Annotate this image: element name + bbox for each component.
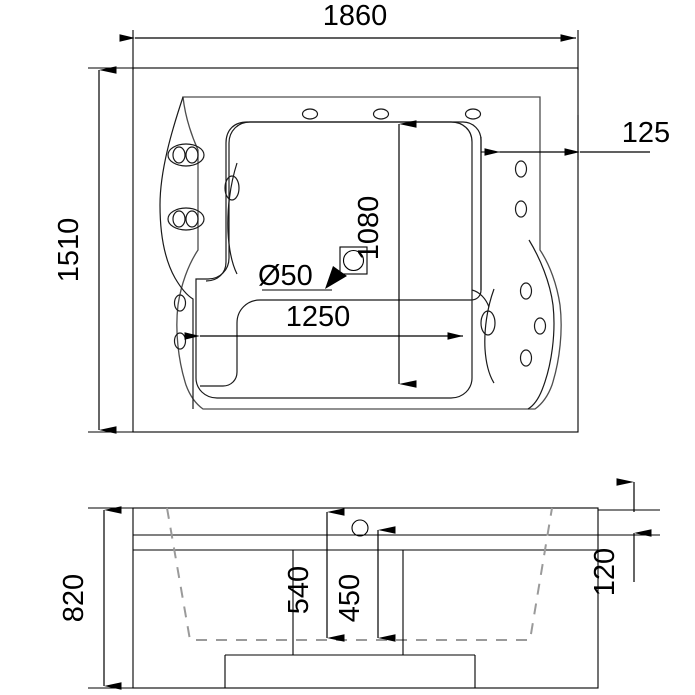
- plan-right-small-jet-2: [514, 200, 528, 218]
- drain-leader-arrow: [325, 266, 347, 289]
- plan-left-oval-jet: [224, 175, 240, 201]
- plan-right-oval-jet: [480, 310, 496, 336]
- jet-top-2: [372, 108, 390, 120]
- plan-right-cluster-jet-2: [533, 317, 547, 335]
- plan-left-double-jets: [167, 143, 205, 231]
- dim-540: 540: [283, 508, 345, 642]
- dim-label-125: 125: [622, 117, 670, 149]
- drain-callout: [262, 246, 368, 291]
- plan-basin-outline: [200, 121, 482, 387]
- dim-125: 125: [481, 115, 670, 160]
- plan-top-jet-row: [301, 108, 482, 120]
- dim-120: 120: [589, 478, 660, 596]
- dim-1080: 1080: [353, 120, 417, 388]
- dim-label-120: 120: [589, 548, 621, 596]
- plan-left-small-jet-2: [173, 332, 187, 350]
- dim-label-820: 820: [58, 574, 90, 622]
- dim-label-1860: 1860: [323, 0, 388, 32]
- plan-left-outer-contour: [159, 96, 194, 409]
- plan-right-cluster-jet-3: [519, 349, 533, 367]
- dim-450: 450: [334, 526, 396, 642]
- plan-left-seat-curve: [227, 162, 238, 275]
- jet-top-3: [464, 108, 482, 120]
- elev-body-outline: [132, 507, 599, 689]
- plan-right-foot-contour: [471, 289, 490, 308]
- dim-820: 820: [58, 506, 140, 690]
- plan-right-outer-contour: [527, 239, 555, 410]
- elev-hidden-inner-profile: [166, 507, 553, 641]
- dim-label-1510: 1510: [53, 218, 85, 283]
- dim-1860: 1860: [119, 0, 579, 70]
- double-jet-lower: [167, 207, 205, 231]
- dim-label-540: 540: [283, 566, 315, 614]
- plan-left-small-jet-1: [173, 294, 187, 312]
- drain-callout-box: [339, 246, 368, 275]
- dim-label-1080: 1080: [353, 196, 385, 261]
- elev-drain-circle: [351, 519, 369, 537]
- plan-right-cluster-jet-1: [519, 282, 533, 300]
- dim-1250: 1250: [184, 301, 463, 340]
- double-jet-upper: [167, 143, 205, 167]
- dim-1510: 1510: [53, 66, 140, 434]
- plan-rim-outline: [176, 96, 562, 410]
- front-elevation: 820 540 450 120: [58, 478, 660, 690]
- elev-base-plinth: [224, 654, 476, 688]
- plan-outer-frame: [132, 67, 579, 433]
- drain-callout-circle: [342, 249, 365, 272]
- plan-view: 1860 1510 1080 1250 125 Ø50: [53, 0, 670, 434]
- plan-basin-main: [195, 121, 473, 399]
- plan-right-small-jet-1: [514, 160, 528, 178]
- dim-label-1250: 1250: [286, 301, 351, 333]
- dim-label-450: 450: [334, 574, 366, 622]
- plan-basin-left-edge: [205, 121, 248, 282]
- plan-right-seat-curve: [484, 288, 495, 384]
- dim-label-d50: Ø50: [258, 260, 313, 292]
- jet-top-1: [301, 108, 319, 120]
